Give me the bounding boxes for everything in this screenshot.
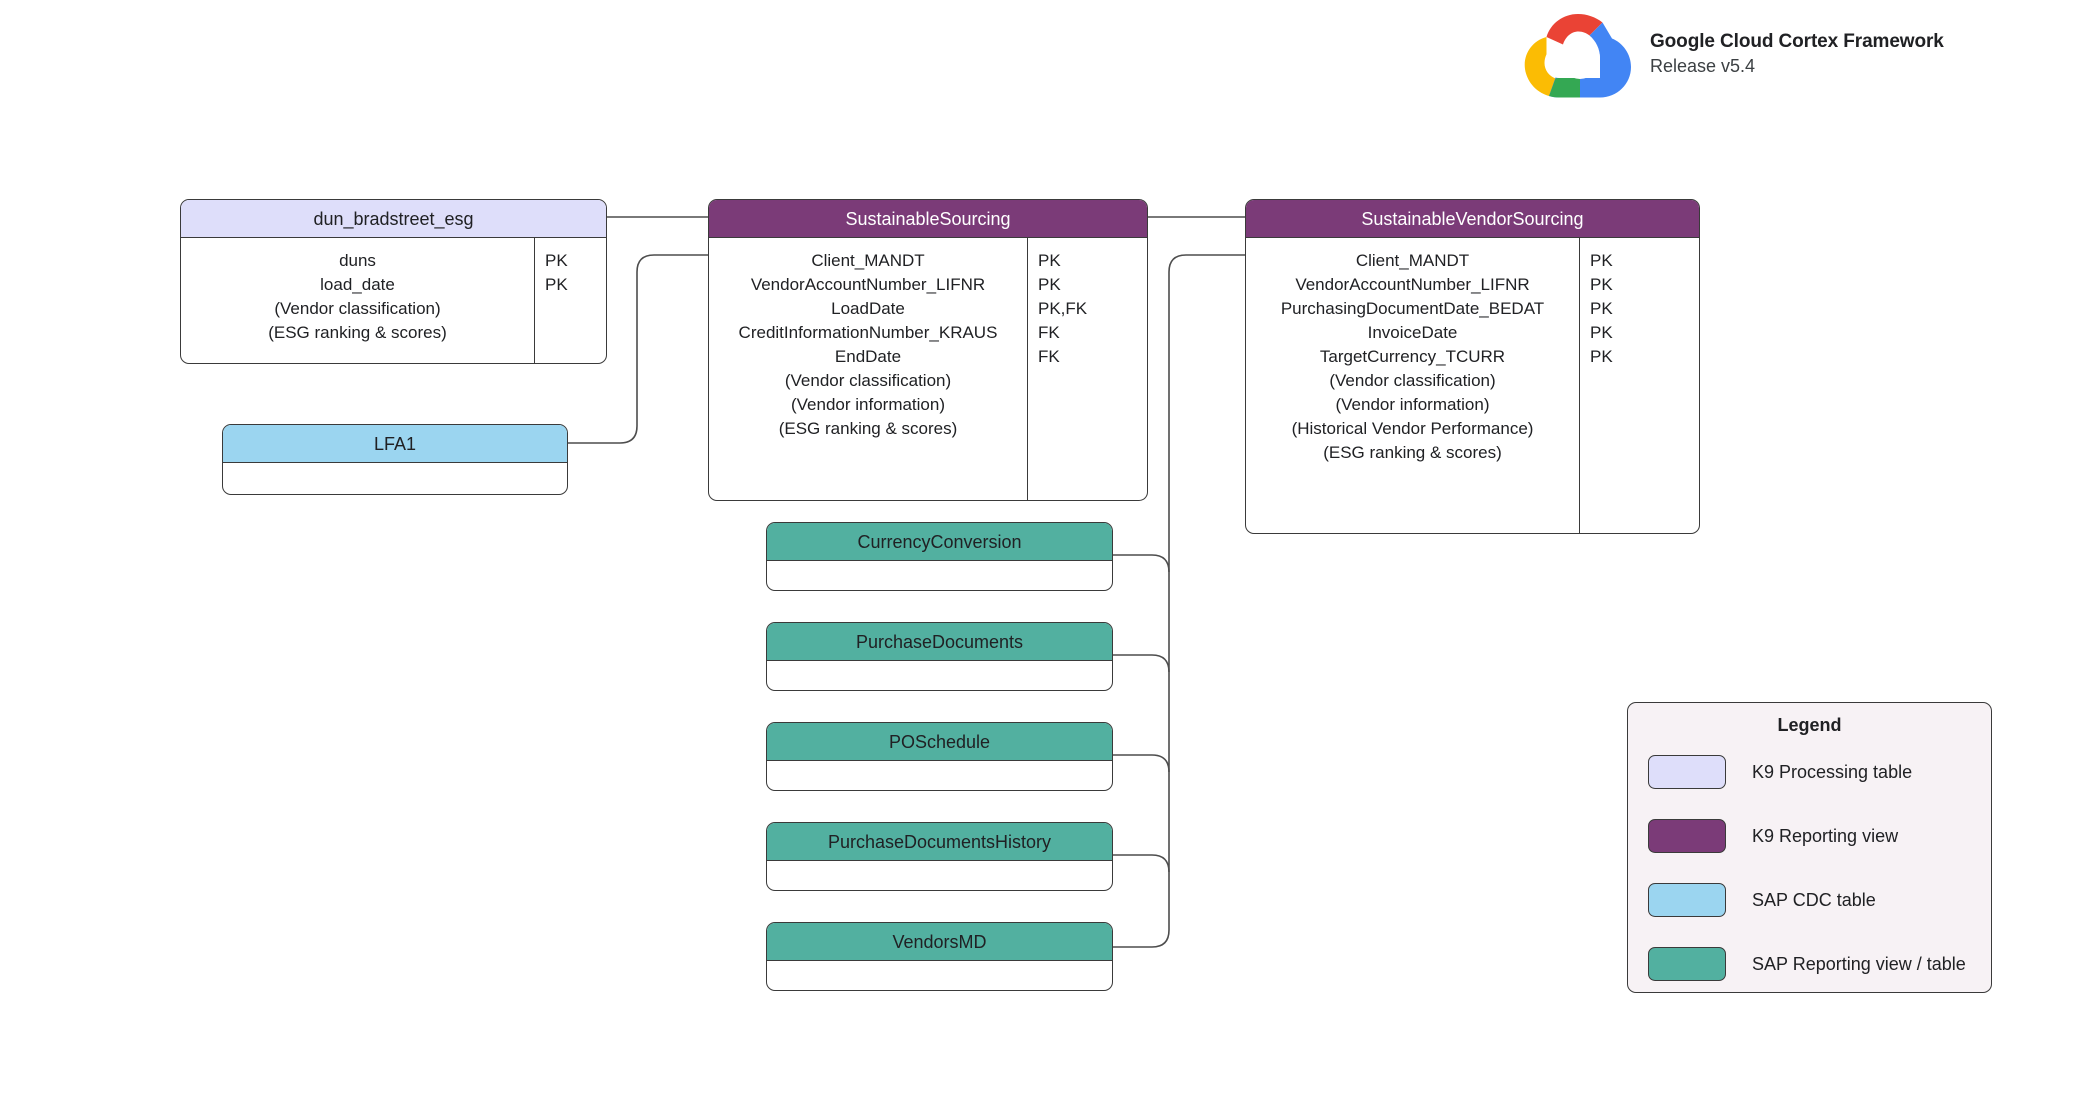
field-name: (ESG ranking & scores): [268, 323, 447, 342]
entity-purchase-documents-history[interactable]: PurchaseDocumentsHistory: [766, 822, 1113, 891]
field-name: Client_MANDT: [811, 251, 925, 270]
key-column: PK PK PK PK PK: [1579, 238, 1699, 533]
legend-panel: Legend K9 Processing table K9 Reporting …: [1627, 702, 1992, 993]
entity-title-vendors-md: VendorsMD: [767, 923, 1112, 961]
entity-purchase-documents[interactable]: PurchaseDocuments: [766, 622, 1113, 691]
field-column: Client_MANDT VendorAccountNumber_LIFNR P…: [1246, 238, 1579, 533]
entity-body: [767, 761, 1112, 790]
field-column: Client_MANDT VendorAccountNumber_LIFNR L…: [709, 238, 1027, 500]
legend-label: K9 Reporting view: [1752, 825, 1899, 846]
entity-title-po-schedule: POSchedule: [767, 723, 1112, 761]
field-key: PK: [1038, 251, 1061, 270]
field-name: (ESG ranking & scores): [778, 419, 958, 438]
entity-body: [767, 961, 1112, 990]
field-name: EndDate: [834, 347, 902, 366]
field-key: FK: [1038, 323, 1060, 342]
field-key: PK: [1590, 347, 1613, 366]
google-cloud-logo-icon: [1522, 8, 1634, 100]
field-name: (Vendor classification): [1329, 371, 1496, 390]
legend-swatch-k9-reporting-view: [1648, 819, 1726, 853]
field-name: TargetCurrency_TCURR: [1319, 347, 1506, 366]
field-key: PK: [1590, 275, 1613, 294]
entity-body: duns load_date (Vendor classification) (…: [181, 238, 606, 363]
field-name: InvoiceDate: [1367, 323, 1458, 342]
field-key: PK: [1038, 275, 1061, 294]
field-key: PK: [545, 251, 568, 270]
connector-purchase-documents-history: [1113, 854, 1170, 873]
field-key: PK: [1590, 251, 1613, 270]
entity-body: [223, 463, 567, 494]
entity-title-lfa1: LFA1: [223, 425, 567, 463]
field-name: Client_MANDT: [1355, 251, 1470, 270]
entity-sustainable-sourcing[interactable]: SustainableSourcing Client_MANDT VendorA…: [708, 199, 1148, 501]
key-column: PK PK PK,FK FK FK: [1027, 238, 1147, 500]
field-name: VendorAccountNumber_LIFNR: [1295, 275, 1530, 294]
entity-body: Client_MANDT VendorAccountNumber_LIFNR L…: [709, 238, 1147, 500]
field-key: [535, 297, 606, 321]
entity-title-purchase-documents-history: PurchaseDocumentsHistory: [767, 823, 1112, 861]
field-name: CreditInformationNumber_KRAUS: [738, 323, 998, 342]
entity-title-sustainable-vendor-sourcing: SustainableVendorSourcing: [1246, 200, 1699, 238]
field-key: PK: [1590, 299, 1613, 318]
entity-currency-conversion[interactable]: CurrencyConversion: [766, 522, 1113, 591]
entity-title-currency-conversion: CurrencyConversion: [767, 523, 1112, 561]
connector-currency-conversion: [1113, 554, 1170, 573]
entity-title-dun-bradstreet-esg: dun_bradstreet_esg: [181, 200, 606, 238]
field-key: PK,FK: [1038, 299, 1088, 318]
entity-vendors-md[interactable]: VendorsMD: [766, 922, 1113, 991]
legend-item-sap-reporting-view: SAP Reporting view / table: [1648, 947, 1966, 981]
legend-label: SAP Reporting view / table: [1752, 953, 1966, 974]
field-name: LoadDate: [831, 299, 905, 318]
field-name: (ESG ranking & scores): [1323, 443, 1502, 462]
entity-body: [767, 561, 1112, 590]
entity-title-purchase-documents: PurchaseDocuments: [767, 623, 1112, 661]
key-column: PK PK: [534, 238, 606, 363]
legend-item-k9-processing-table: K9 Processing table: [1648, 755, 1912, 789]
entity-sustainable-vendor-sourcing[interactable]: SustainableVendorSourcing Client_MANDT V…: [1245, 199, 1700, 534]
legend-swatch-k9-processing-table: [1648, 755, 1726, 789]
legend-swatch-sap-reporting-view: [1648, 947, 1726, 981]
field-name: (Historical Vendor Performance): [1291, 419, 1534, 438]
entity-body: Client_MANDT VendorAccountNumber_LIFNR P…: [1246, 238, 1699, 533]
legend-label: K9 Processing table: [1752, 761, 1913, 782]
entity-title-sustainable-sourcing: SustainableSourcing: [709, 200, 1147, 238]
field-column: duns load_date (Vendor classification) (…: [181, 238, 534, 363]
field-name: PurchasingDocumentDate_BEDAT: [1280, 299, 1545, 318]
legend-item-k9-reporting-view: K9 Reporting view: [1648, 819, 1898, 853]
legend-swatch-sap-cdc-table: [1648, 883, 1726, 917]
legend-item-sap-cdc-table: SAP CDC table: [1648, 883, 1876, 917]
field-name: (Vendor information): [1335, 395, 1490, 414]
legend-label: SAP CDC table: [1752, 889, 1876, 910]
brand-release: Release v5.4: [1650, 55, 1756, 76]
field-key: [535, 321, 606, 345]
field-key: PK: [545, 275, 568, 294]
brand-header: Google Cloud Cortex Framework Release v5…: [1522, 8, 1944, 100]
field-name: VendorAccountNumber_LIFNR: [750, 275, 986, 294]
brand-text-block: Google Cloud Cortex Framework Release v5…: [1650, 30, 1944, 77]
field-name: (Vendor classification): [784, 371, 952, 390]
brand-title: Google Cloud Cortex Framework: [1650, 31, 1944, 53]
entity-dun-bradstreet-esg[interactable]: dun_bradstreet_esg duns load_date (Vendo…: [180, 199, 607, 364]
field-key: FK: [1038, 347, 1060, 366]
connector-po-schedule: [1113, 754, 1170, 773]
connector-purchase-documents: [1113, 654, 1170, 673]
field-name: load_date: [320, 275, 395, 294]
field-name: (Vendor information): [790, 395, 946, 414]
legend-title: Legend: [1777, 715, 1842, 735]
field-name: duns: [339, 251, 376, 270]
field-key: PK: [1590, 323, 1613, 342]
entity-lfa1[interactable]: LFA1: [222, 424, 568, 495]
entity-body: [767, 861, 1112, 890]
entity-body: [767, 661, 1112, 690]
entity-po-schedule[interactable]: POSchedule: [766, 722, 1113, 791]
field-name: (Vendor classification): [274, 299, 441, 318]
